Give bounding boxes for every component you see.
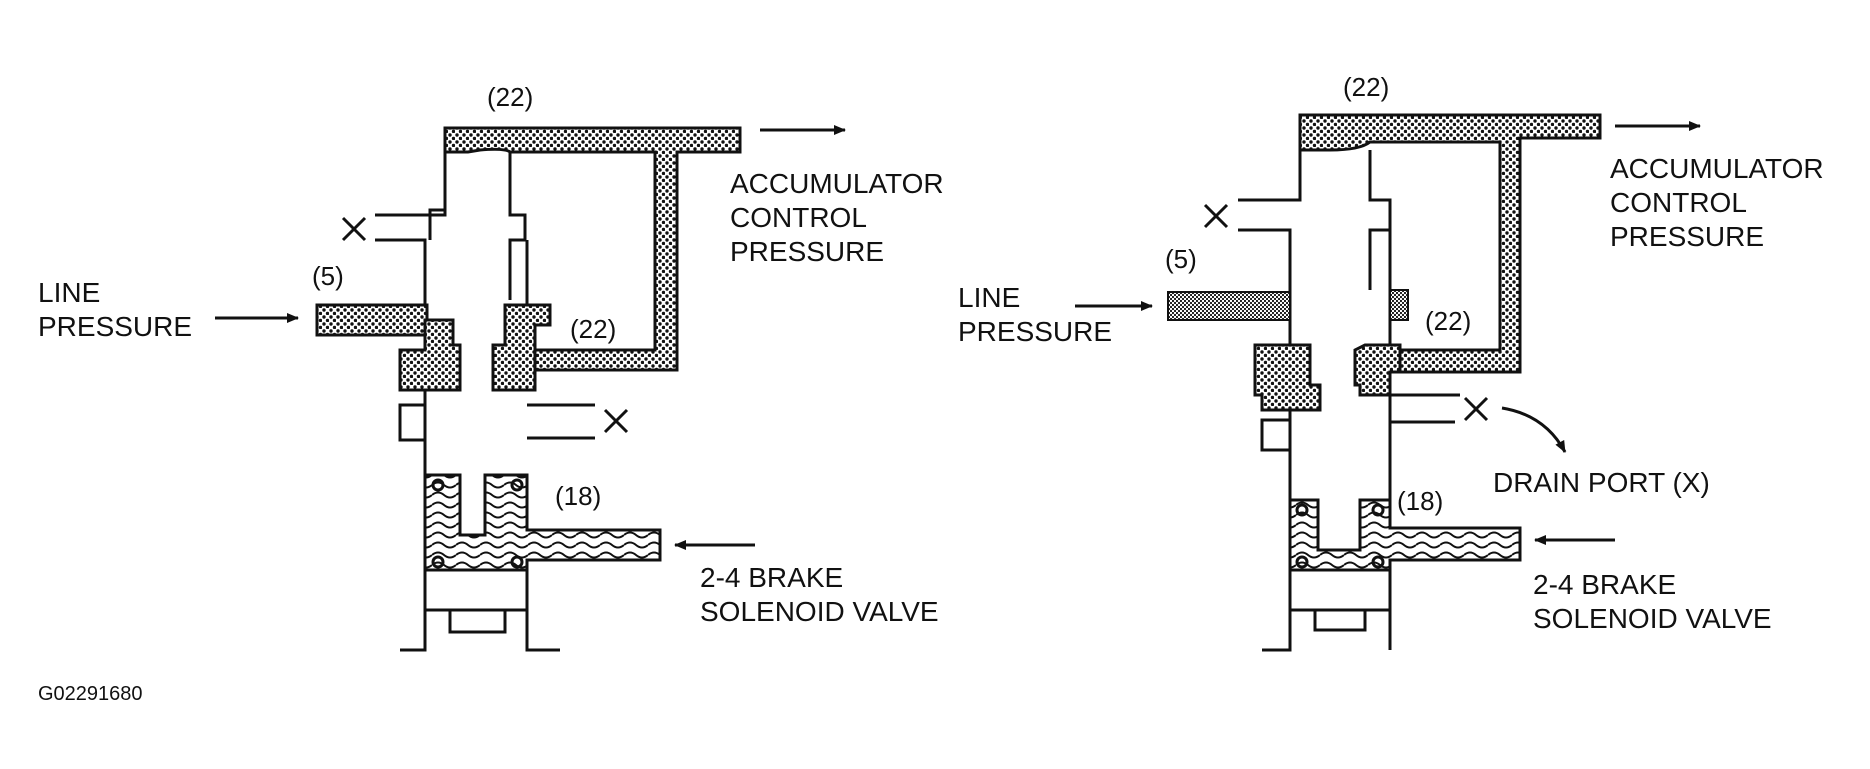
right-port-5: (5) (1165, 244, 1197, 274)
right-port-22-top: (22) (1343, 72, 1389, 102)
right-port-18: (18) (1397, 486, 1443, 516)
right-accumulator-label: ACCUMULATOR CONTROL PRESSURE (1610, 153, 1831, 252)
right-drain-x-top (1203, 203, 1229, 229)
right-drain-arrow (1501, 406, 1567, 453)
left-port-18: (18) (555, 481, 601, 511)
left-solenoid-label: 2-4 BRAKE SOLENOID VALVE (700, 562, 939, 627)
right-drain-x-mid (1463, 396, 1489, 422)
left-drain-x-mid (603, 408, 629, 434)
left-drain-x-top (341, 216, 367, 242)
left-spool (428, 152, 447, 240)
left-line-pressure-label: LINE PRESSURE (38, 277, 192, 342)
left-top-passage (443, 126, 742, 372)
right-line-pressure-label: LINE PRESSURE (958, 282, 1112, 347)
right-valve: (22) (5) (22) (18) LINE PRESSURE ACCUMUL… (958, 72, 1831, 652)
left-solenoid-chamber (423, 473, 662, 572)
right-valve-base (1262, 568, 1392, 652)
right-top-passage (1298, 113, 1602, 374)
figure-code: G02291680 (38, 683, 143, 705)
right-drain-port-label: DRAIN PORT (X) (1493, 467, 1710, 498)
left-spool-land (398, 318, 462, 392)
left-accumulator-label: ACCUMULATOR CONTROL PRESSURE (730, 168, 951, 267)
right-line-inlet (1167, 291, 1291, 321)
right-spool-land (1253, 343, 1322, 412)
left-port-5: (5) (312, 261, 344, 291)
left-port-22-top: (22) (487, 82, 533, 112)
left-port-22-side: (22) (570, 314, 616, 344)
left-valve: (22) (5) (22) (18) LINE PRESSURE ACCUMUL… (38, 82, 951, 652)
right-solenoid-label: 2-4 BRAKE SOLENOID VALVE (1533, 569, 1772, 634)
left-line-inlet (315, 303, 429, 337)
right-port-22-side: (22) (1425, 306, 1471, 336)
